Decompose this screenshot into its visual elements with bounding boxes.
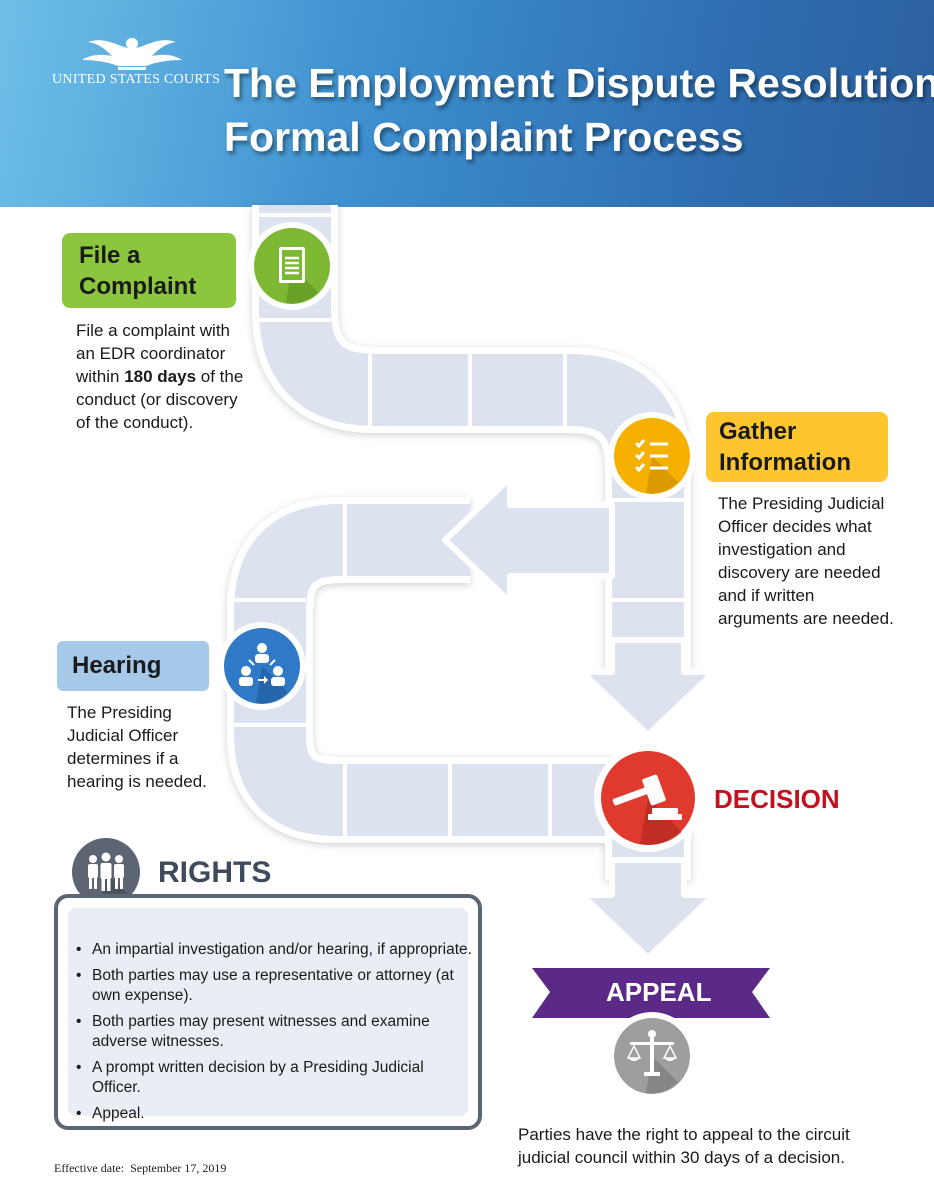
desc-line: of the conduct). <box>76 413 194 432</box>
file-title-line-2: Complaint <box>79 273 197 300</box>
desc-line: arguments are needed. <box>718 609 894 628</box>
desc-line: conduct (or discovery <box>76 390 238 409</box>
scales-icon <box>608 1012 696 1100</box>
desc-line: investigation and <box>718 540 846 559</box>
desc-line: and if written <box>718 586 815 605</box>
effective-date: Effective date: September 17, 2019 <box>54 1161 227 1175</box>
gavel-icon <box>594 744 702 852</box>
gather-title-line-1: Gather <box>719 418 797 445</box>
decision-label: DECISION <box>714 784 840 814</box>
desc-line: File a complaint with <box>76 321 231 340</box>
rights-item: A prompt written decision by a Presiding… <box>76 1058 476 1098</box>
desc-line: Officer decides what <box>718 517 872 536</box>
desc-line: determines if a <box>67 749 179 768</box>
gather-title-line-2: Information <box>719 449 851 476</box>
appeal-description: Parties have the right to appeal to the … <box>518 1123 850 1169</box>
eagle-logo-icon <box>82 38 182 70</box>
left-arrow <box>442 475 615 605</box>
rights-list: An impartial investigation and/or hearin… <box>76 940 476 1130</box>
desc-suffix: of the <box>196 367 244 386</box>
page-title: The Employment Dispute Resolution Formal… <box>224 56 934 164</box>
people-icon <box>67 833 145 911</box>
file-complaint-description: File a complaint with an EDR coordinator… <box>76 319 243 434</box>
desc-prefix: within <box>76 367 125 386</box>
rights-item: Appeal. <box>76 1104 476 1124</box>
desc-line: hearing is needed. <box>67 772 207 791</box>
rights-item-line: Appeal. <box>92 1105 145 1122</box>
rights-item: Both parties may use a representative or… <box>76 966 476 1006</box>
road-main <box>252 205 691 690</box>
title-line-1: The Employment Dispute Resolution <box>224 60 934 106</box>
rights-item-line: Both parties may use a representative or… <box>92 967 454 984</box>
rights-item: Both parties may present witnesses and e… <box>76 1012 476 1052</box>
appeal-label: APPEAL <box>606 977 712 1007</box>
desc-line: judicial council within 30 days of a dec… <box>518 1148 845 1167</box>
document-icon <box>248 222 336 310</box>
rights-item-line: A prompt written decision by a Presiding… <box>92 1059 424 1096</box>
desc-line: Parties have the right to appeal to the … <box>518 1125 850 1144</box>
desc-line: The Presiding <box>67 703 172 722</box>
title-line-2: Formal Complaint Process <box>224 114 744 160</box>
gather-information-label: Gather Information <box>706 412 888 482</box>
meeting-icon <box>218 622 306 710</box>
rights-item-line: own expense). <box>92 987 193 1004</box>
rights-item: An impartial investigation and/or hearin… <box>76 940 476 960</box>
header-banner: UNITED STATES COURTS The Employment Disp… <box>0 0 934 207</box>
desc-line: an EDR coordinator <box>76 344 226 363</box>
desc-line: Judicial Officer <box>67 726 179 745</box>
hearing-label: Hearing <box>57 641 209 691</box>
appeal-banner <box>532 968 770 1018</box>
file-title-line-1: File a <box>79 242 141 269</box>
hearing-description: The Presiding Judicial Officer determine… <box>67 701 207 793</box>
down-arrow-1 <box>579 637 717 738</box>
desc-line: within 180 days of the <box>76 365 243 388</box>
file-complaint-label: File a Complaint <box>62 233 236 308</box>
rights-item-line: Both parties may present witnesses and e… <box>92 1013 430 1030</box>
down-arrow-2 <box>579 857 717 961</box>
desc-line: The Presiding Judicial <box>718 494 885 513</box>
desc-line: discovery are needed <box>718 563 881 582</box>
rights-item-line: An impartial investigation and/or hearin… <box>92 941 472 958</box>
checklist-icon <box>608 412 696 500</box>
deadline-days: 180 days <box>124 367 197 386</box>
rights-title: RIGHTS <box>158 856 272 889</box>
org-name: UNITED STATES COURTS <box>52 72 221 87</box>
rights-item-line: adverse witnesses. <box>92 1033 224 1050</box>
gather-information-description: The Presiding Judicial Officer decides w… <box>718 492 894 630</box>
